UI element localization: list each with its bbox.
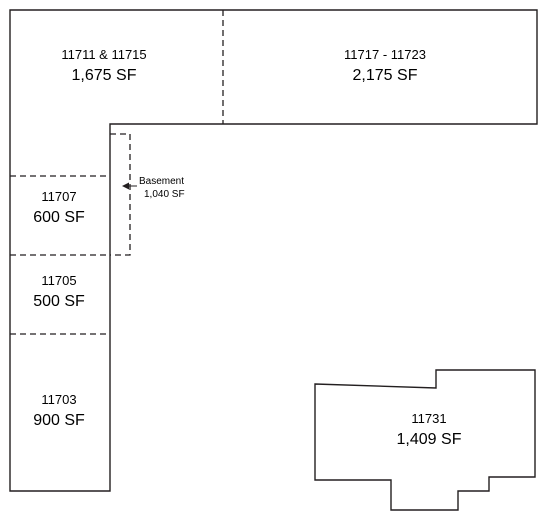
unit-number-11707: 11707 (41, 189, 76, 204)
unit-area-11717-11723: 2,175 SF (353, 67, 418, 84)
unit-number-11703: 11703 (41, 392, 76, 407)
unit-number-11705: 11705 (41, 273, 76, 288)
unit-area-11711-11715: 1,675 SF (72, 67, 137, 84)
unit-area-11703: 900 SF (33, 412, 85, 429)
unit-area-11707: 600 SF (33, 209, 85, 226)
basement-arrow-head (122, 182, 129, 190)
unit-area-11731: 1,409 SF (397, 431, 462, 448)
unit-number-11711-11715: 11711 & 11715 (61, 47, 146, 62)
basement-area: 1,040 SF (144, 189, 185, 200)
basement-outline (110, 133, 131, 256)
basement-label: Basement (139, 176, 184, 187)
unit-area-11705: 500 SF (33, 293, 85, 310)
building-11731-outline (314, 369, 536, 511)
main-building-outline (9, 9, 538, 492)
unit-number-11731: 11731 (411, 411, 446, 426)
unit-number-11717-11723: 11717 - 11723 (344, 47, 426, 62)
